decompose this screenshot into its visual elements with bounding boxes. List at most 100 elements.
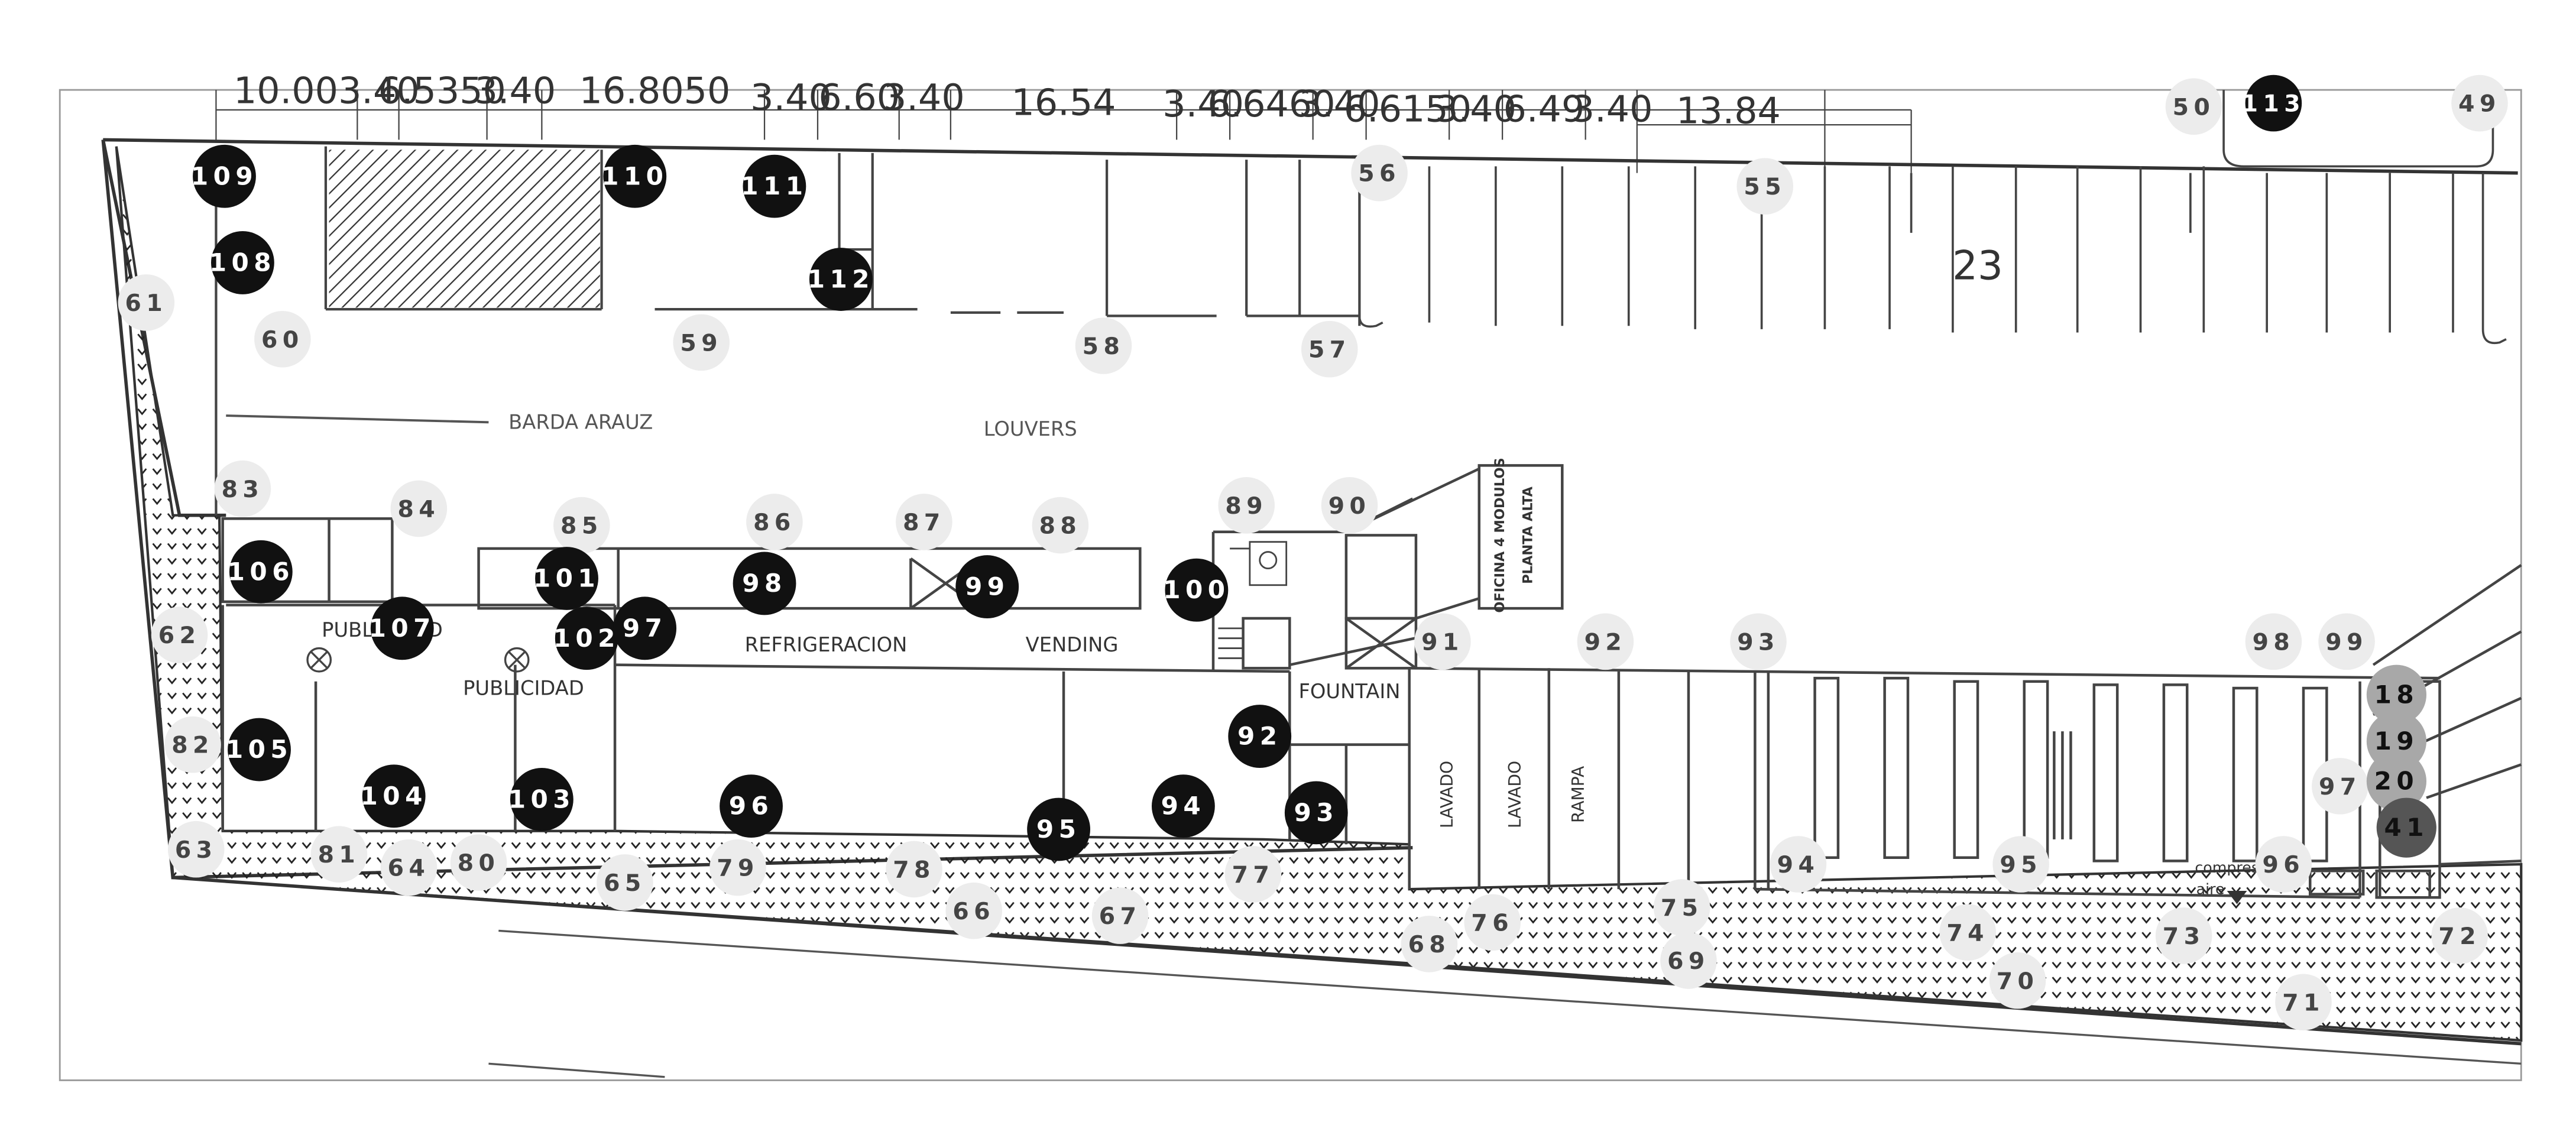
dimension-value: 3.40 — [1299, 83, 1381, 125]
marker-label: 102 — [553, 624, 620, 653]
marker-light — [1224, 846, 1282, 903]
marker-41 — [2376, 797, 2436, 858]
marker-label: 72 — [2438, 923, 2481, 950]
marker-light — [390, 480, 448, 537]
marker-light — [1660, 932, 1717, 989]
marker-light — [597, 854, 653, 911]
dimension-value: 13.84 — [1676, 89, 1781, 132]
marker-label: 68 — [1408, 931, 1451, 958]
marker-light — [2431, 907, 2488, 964]
marker-label: 19 — [2374, 727, 2419, 755]
marker-label: 94 — [1777, 851, 1820, 878]
marker-dark — [603, 144, 667, 208]
marker-dark — [210, 231, 274, 294]
dimension-value: 16.8050 — [579, 70, 731, 112]
dimension-values: 10.00 3.40 6.5350 3.40 16.8050 3.40 6.60… — [234, 70, 1781, 132]
marker-dark — [2245, 74, 2302, 132]
marker-label: 84 — [398, 496, 440, 523]
marker-dark — [228, 718, 291, 781]
marker-label: 98 — [742, 569, 787, 598]
marker-light — [2312, 758, 2368, 815]
stairs — [1218, 627, 1243, 659]
marker-label: 103 — [508, 784, 575, 813]
marker-label: 80 — [458, 849, 500, 877]
dimension-value: 6.60 — [818, 76, 900, 119]
marker-label: 93 — [1737, 628, 1780, 656]
marker-label: 104 — [361, 781, 427, 810]
marker-dark — [1228, 705, 1292, 768]
marker-label: 81 — [318, 841, 361, 868]
dimension-value: 3.40 — [1435, 87, 1517, 130]
marker-label: 55 — [1744, 173, 1786, 200]
marker-light — [673, 314, 730, 371]
marker-dark — [720, 774, 783, 838]
marker-dark — [809, 248, 873, 311]
publicidad-label-2: PUBLICIDAD — [463, 676, 584, 699]
louvers-label: LOUVERS — [984, 417, 1077, 440]
marker-light — [1218, 477, 1275, 534]
marker-dark — [555, 607, 618, 670]
marker-dark — [510, 767, 573, 831]
marker-label: 90 — [1328, 492, 1371, 520]
marker-label: 66 — [952, 898, 995, 925]
marker-label: 95 — [2000, 851, 2042, 878]
dimension-value: 3.40 — [1571, 87, 1653, 130]
marker-light — [1301, 320, 1358, 378]
marker-label: 108 — [209, 248, 276, 277]
marker-dark — [955, 555, 1019, 618]
marker-dark — [362, 764, 426, 828]
marker-label: 100 — [1163, 575, 1230, 604]
marker-light — [1464, 894, 1521, 951]
marker-light — [1577, 613, 1634, 670]
marker-dark — [229, 540, 293, 604]
marker-light — [1992, 836, 2049, 893]
marker-label: 61 — [125, 290, 168, 317]
marker-light — [1770, 836, 1827, 893]
marker-mid — [2366, 664, 2427, 725]
lavado-label-1: LAVADO — [1437, 761, 1457, 828]
marker-label: 50 — [2173, 93, 2215, 121]
marker-label: 98 — [2253, 628, 2295, 656]
marker-label: 70 — [1997, 968, 2039, 995]
marker-label: 63 — [175, 836, 218, 864]
room-labels: PUBLICIDAD PUBLICIDAD REFRIGERACION VEND… — [322, 458, 2259, 897]
dimension-value: 6.49 — [1504, 87, 1585, 130]
marker-label: 113 — [2242, 90, 2305, 118]
marker-label: 49 — [2458, 90, 2501, 118]
landscape-border — [115, 146, 2523, 1042]
marker-light — [553, 497, 610, 554]
marker-light — [1653, 879, 1710, 936]
dimension-value: 6.6150 — [1344, 87, 1472, 130]
marker-label: 78 — [893, 856, 935, 883]
marker-light — [1414, 613, 1471, 670]
marker-light — [2245, 613, 2302, 670]
marker-light — [2165, 78, 2222, 135]
marker-label: 76 — [1471, 909, 1514, 936]
marker-light — [380, 839, 438, 896]
marker-light — [118, 274, 175, 331]
marker-label: 101 — [533, 564, 600, 593]
dimension-value: 3.40 — [338, 70, 420, 112]
marker-label: 99 — [2325, 628, 2368, 656]
vending-label: VENDING — [1026, 633, 1119, 656]
landscape-area — [116, 146, 2522, 1040]
marker-label: 79 — [717, 855, 759, 882]
marker-light — [1075, 317, 1132, 374]
marker-dark — [370, 596, 434, 660]
marker-label: 74 — [1946, 919, 1989, 946]
marker-label: 85 — [560, 513, 603, 540]
marker-light — [709, 839, 766, 896]
marker-label: 56 — [1358, 160, 1401, 187]
marker-light — [254, 310, 311, 368]
marker-light — [1351, 144, 1408, 202]
marker-label: 97 — [623, 614, 668, 643]
marker-light — [2255, 836, 2312, 893]
dimension-value: 3.40 — [1162, 83, 1244, 125]
dimension-value: 3.40 — [750, 76, 832, 119]
marker-label: 71 — [2282, 989, 2325, 1016]
marker-label: 60 — [261, 326, 304, 354]
compressor-symbol — [2227, 890, 2247, 904]
marker-label: 83 — [222, 476, 264, 503]
marker-dark — [1152, 774, 1215, 838]
